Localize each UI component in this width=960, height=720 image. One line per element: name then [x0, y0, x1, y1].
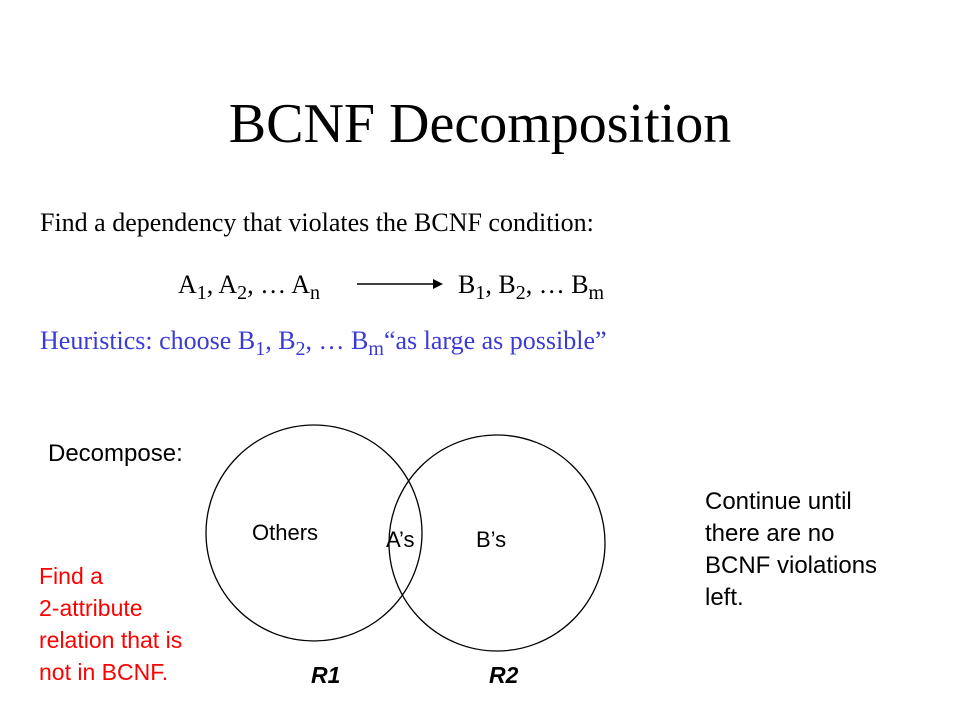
heuristics-b1: B	[237, 326, 256, 355]
continue-line-1: Continue until	[705, 488, 852, 515]
continue-line-3: BCNF violations	[705, 552, 878, 579]
venn-circle-r1	[205, 424, 423, 642]
fd-lhs-an-sub: n	[310, 282, 320, 305]
fd-lhs-an: A	[291, 270, 310, 299]
exercise-line-1: Find a	[39, 563, 103, 589]
fd-rhs-sep1: ,	[485, 270, 499, 299]
heuristics-b1-sub: 1	[255, 338, 266, 361]
fd-rhs-b2: B	[498, 270, 516, 299]
fd-rhs-bm-sub: m	[588, 282, 605, 305]
fd-rhs-sep2: , …	[525, 270, 572, 299]
fd-rhs-b2-sub: 2	[515, 282, 526, 305]
heuristics-line: Heuristics: choose B1, B2, … Bm“as large…	[40, 326, 607, 361]
exercise-line-3: relation that is	[39, 627, 183, 653]
venn-others-label: Others	[252, 520, 319, 545]
heuristics-b2: , B	[265, 326, 296, 355]
venn-diagram	[205, 424, 606, 652]
continue-line-4: left.	[705, 584, 744, 611]
fd-rhs-bm: B	[571, 270, 589, 299]
fd-lhs-sep2: , …	[247, 270, 292, 299]
fd-lhs-sep1: ,	[206, 270, 219, 299]
fd-lhs-a1-sub: 1	[196, 282, 207, 305]
venn-bs-label: B’s	[476, 527, 507, 552]
heuristics-bm-sub: m	[368, 338, 384, 361]
intro-text: Find a dependency that violates the BCNF…	[40, 208, 594, 237]
fd-lhs: A1, A2, … An	[178, 270, 320, 305]
fd-lhs-a2-sub: 2	[237, 282, 248, 305]
decompose-label: Decompose:	[48, 440, 183, 467]
slide-title: BCNF Decomposition	[228, 93, 732, 155]
fd-rhs: B1, B2, … Bm	[458, 270, 604, 305]
venn-circle-r2	[388, 434, 606, 652]
exercise-line-2: 2-attribute	[39, 595, 143, 621]
continue-line-2: there are no	[705, 520, 835, 547]
heuristics-bm: , … B	[305, 326, 369, 355]
fd-arrow-icon	[357, 279, 443, 289]
fd-lhs-a2: A	[218, 270, 238, 299]
relation-r1-label: R1	[311, 662, 341, 688]
fd-rhs-b1-sub: 1	[475, 282, 486, 305]
fd-lhs-a1: A	[178, 270, 197, 299]
heuristics-suffix: “as large as possible”	[383, 326, 607, 355]
heuristics-prefix: Heuristics: choose	[40, 326, 232, 355]
continue-note: Continue until there are no BCNF violati…	[705, 486, 945, 614]
relation-r2-label: R2	[489, 662, 519, 688]
venn-as-label: A’s	[386, 527, 415, 552]
heuristics-b2-sub: 2	[295, 338, 306, 361]
fd-rhs-b1: B	[458, 270, 476, 299]
exercise-line-4: not in BCNF.	[39, 659, 169, 685]
exercise-note: Find a 2-attribute relation that is not …	[39, 560, 239, 688]
